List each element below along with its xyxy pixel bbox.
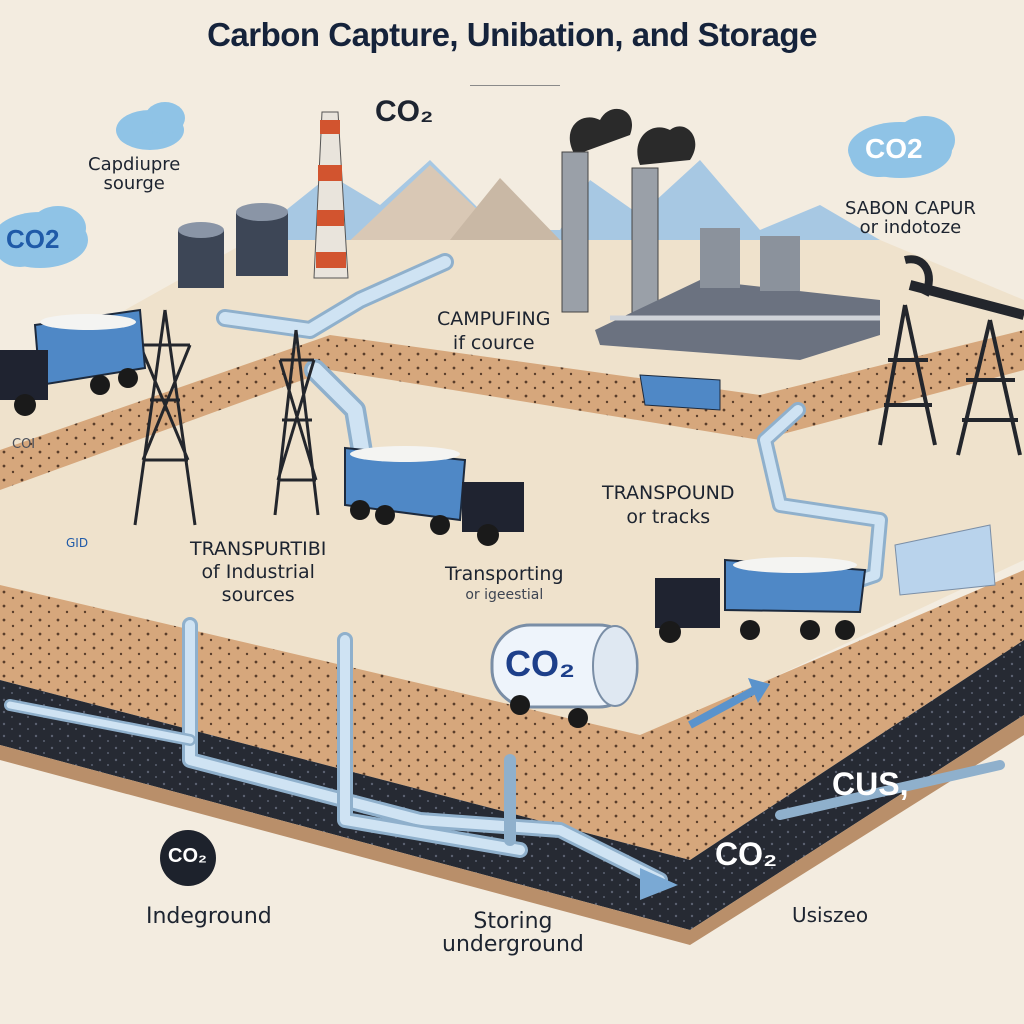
co2-cloud-top-left (116, 102, 185, 150)
label-transpurtion: TRANSPURTIBI of Industrial sources (190, 538, 327, 606)
co2-label-tank: CO₂ (505, 643, 575, 684)
flow-arrow-storage (640, 868, 678, 900)
dump-truck-right (655, 557, 867, 643)
co2-cloud-right (848, 116, 955, 178)
power-pylon-center (273, 329, 320, 516)
co2-badge-bottom (160, 830, 216, 886)
power-pylon-left (133, 309, 197, 526)
label-campufing: CAMPUFING if cource (437, 308, 551, 354)
label-small-left: COI (12, 437, 36, 452)
dump-truck-center (344, 446, 524, 546)
smokestack (313, 111, 349, 279)
label-small-gid: GID (66, 536, 89, 550)
oil-derricks (878, 255, 1024, 456)
co2-label-top: CO₂ (375, 95, 434, 128)
dump-truck-left (0, 308, 147, 416)
co2-cloud-left (0, 206, 88, 268)
cus-label: CUS, (832, 766, 909, 802)
label-transporting: Transporting or igeestial (445, 563, 564, 603)
co2-label-bottom-right: CO₂ (715, 836, 778, 872)
co2-tank-trailer (490, 623, 639, 728)
label-carbon-capture: SABON CAPUR or indotoze (845, 198, 976, 238)
title-underline (470, 85, 560, 86)
power-plant (561, 108, 880, 360)
label-capture-source: Capdiupre sourge (88, 154, 181, 194)
co2-label-cloud-right: CO2 (865, 133, 923, 164)
label-storing: Storing underground (442, 909, 584, 958)
label-usized: Usiszeo (792, 903, 869, 927)
label-transpound: TRANSPOUND or tracks (602, 482, 735, 528)
co2-label-badge: CO₂ (168, 845, 207, 867)
storage-tanks (178, 203, 288, 288)
co2-pipeline (4, 253, 1005, 888)
co2-label-cloud-left: CO2 (6, 224, 60, 254)
flow-arrow-transport (688, 678, 770, 729)
processing-building (639, 374, 996, 596)
page-title: Carbon Capture, Unibation, and Storage (207, 16, 817, 53)
label-indeground: Indeground (146, 904, 272, 929)
